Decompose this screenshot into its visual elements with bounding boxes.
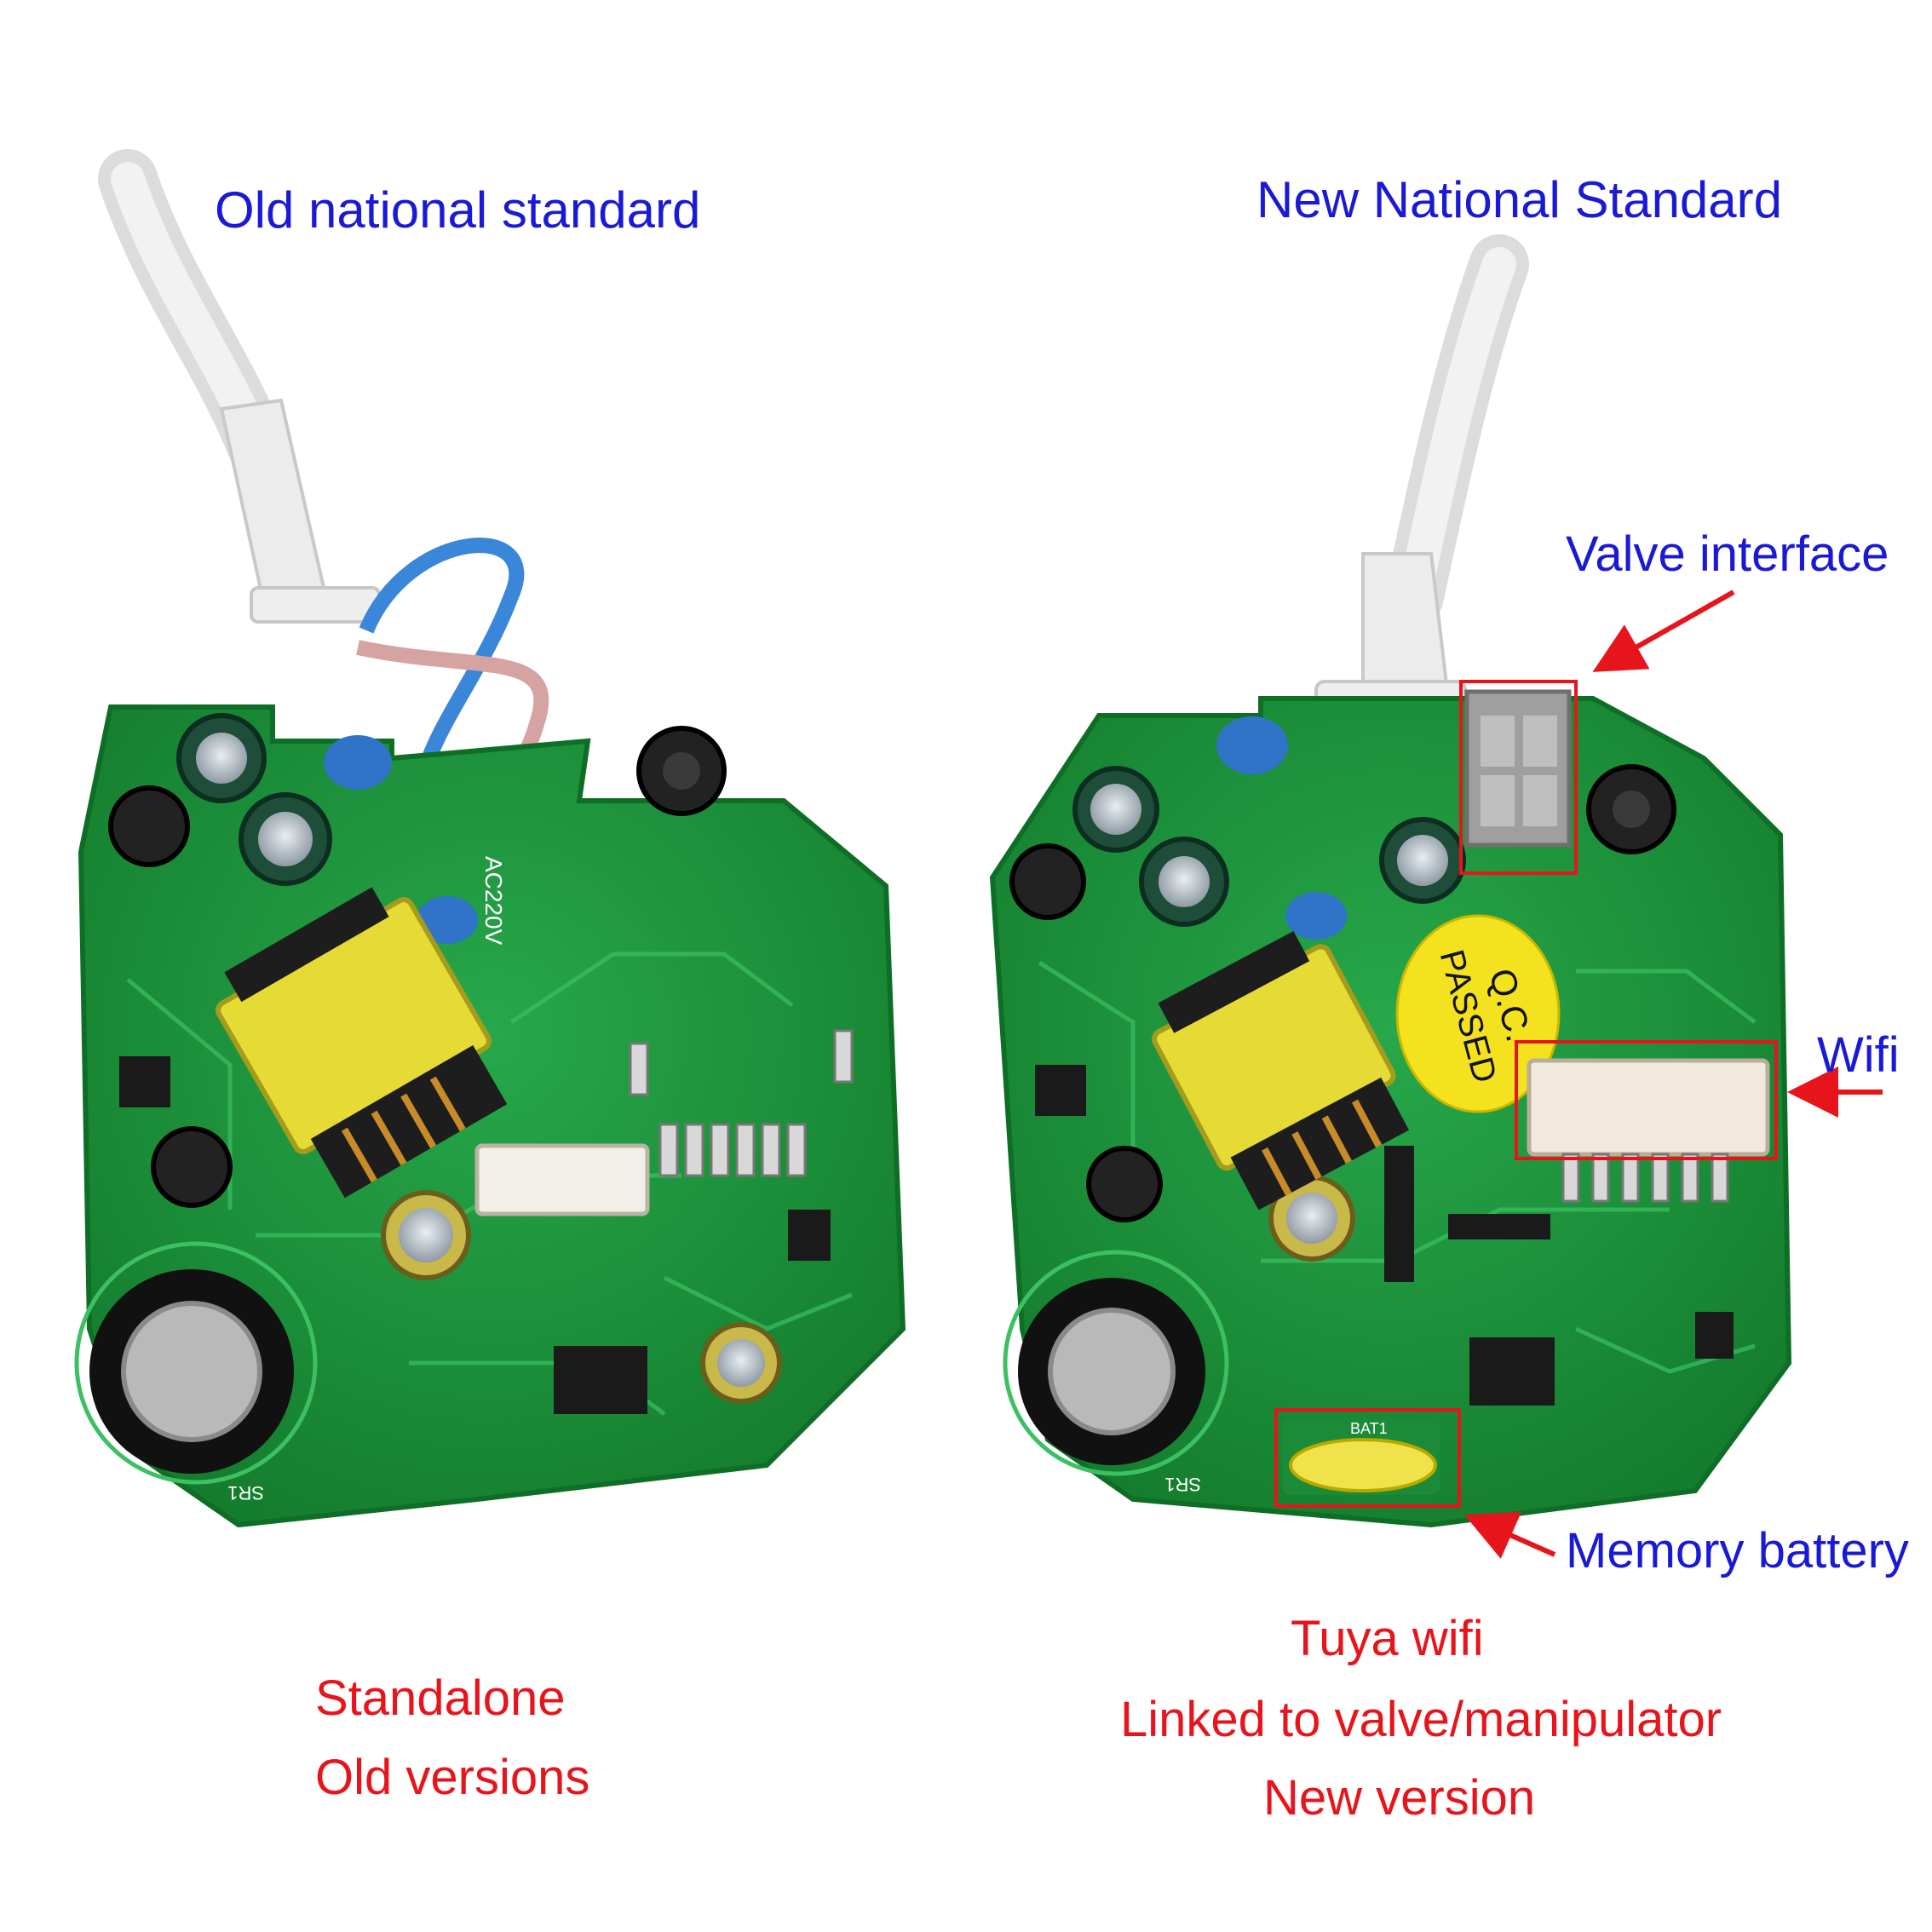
battery-highlight-box xyxy=(1274,1408,1461,1508)
left-transformer xyxy=(216,887,508,1199)
annotations xyxy=(1274,589,1883,1559)
right-caption-line-2: Linked to valve/manipulator xyxy=(1120,1692,1722,1747)
right-capacitors xyxy=(1009,764,1676,1262)
left-gas-sensor xyxy=(74,1241,318,1485)
svg-text:BAT1: BAT1 xyxy=(1350,1420,1388,1437)
left-board: AC220V SR1 xyxy=(74,149,906,1528)
left-heading: Old national standard xyxy=(215,181,701,239)
left-blue-wire xyxy=(359,538,525,769)
valve-interface-label: Valve interface xyxy=(1566,526,1889,582)
right-board: Q.C. PASSED xyxy=(989,234,1792,1528)
left-voltage-print: AC220V xyxy=(480,856,507,946)
left-sensor-print: SR1 xyxy=(227,1482,264,1504)
memory-battery-label: Memory battery xyxy=(1566,1523,1909,1578)
qc-passed-stamp: Q.C. PASSED xyxy=(1395,914,1561,1113)
left-capacitors xyxy=(108,713,782,1404)
valve-connector xyxy=(1464,689,1572,848)
left-ic-chip xyxy=(554,1346,647,1414)
left-pin-headers xyxy=(629,1029,854,1177)
right-heading: New National Standard xyxy=(1256,171,1783,228)
right-ic-chip xyxy=(1469,1337,1555,1406)
wifi-connector xyxy=(1527,1058,1770,1203)
wifi-label: Wifi xyxy=(1817,1027,1900,1083)
left-cable-grommet xyxy=(219,398,326,607)
right-gas-sensor xyxy=(1003,1250,1229,1476)
memory-battery: BAT1 xyxy=(1282,1418,1440,1495)
right-sensor-print: SR1 xyxy=(1164,1474,1201,1495)
right-caption-line-3: New version xyxy=(1263,1770,1536,1826)
left-disc-cap xyxy=(324,735,392,790)
left-connector xyxy=(474,1143,650,1216)
right-pin-headers xyxy=(1384,1146,1550,1282)
left-caption-line-2: Old versions xyxy=(315,1750,590,1805)
right-caption-line-1: Tuya wifi xyxy=(1291,1611,1484,1666)
right-disc-cap xyxy=(1216,716,1288,774)
valve-highlight-box xyxy=(1459,680,1578,875)
wifi-highlight-box xyxy=(1515,1040,1778,1160)
left-caption-line-1: Standalone xyxy=(315,1670,566,1726)
battery-arrow xyxy=(1464,1511,1556,1559)
right-transformer xyxy=(1152,930,1410,1210)
valve-arrow xyxy=(1592,589,1735,672)
